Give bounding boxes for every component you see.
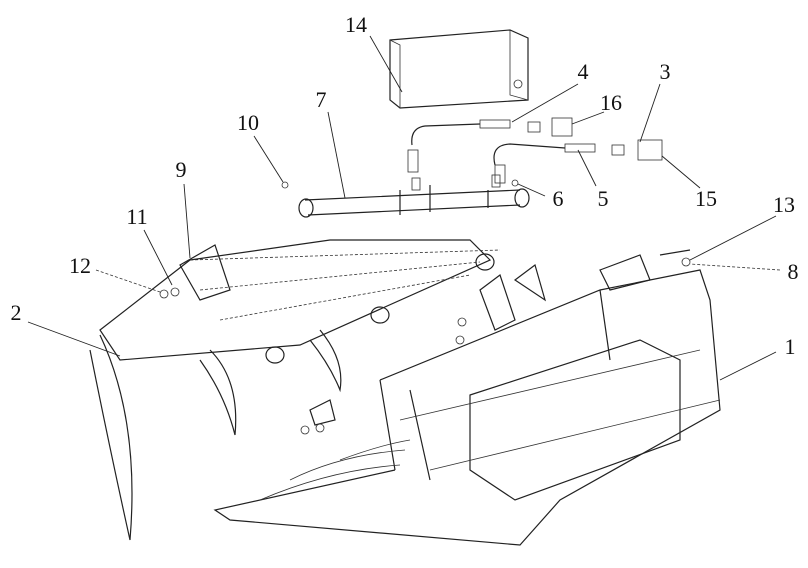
callout-10: 10 — [237, 110, 259, 135]
callout-16: 16 — [600, 90, 622, 115]
callout-1: 1 — [784, 334, 796, 359]
part-grapple — [89, 239, 501, 541]
callout-3: 3 — [659, 59, 671, 84]
callout-15: 15 — [695, 186, 717, 211]
callout-14: 14 — [345, 12, 367, 37]
callout-5: 5 — [597, 186, 609, 211]
callout-9: 9 — [175, 157, 187, 182]
callout-12: 12 — [69, 253, 91, 278]
callout-7: 7 — [315, 87, 327, 112]
callout-2: 2 — [10, 300, 22, 325]
part-cover-box — [389, 29, 529, 109]
callout-11: 11 — [126, 204, 148, 229]
part-hydraulic-cylinder — [298, 174, 530, 218]
callout-6: 6 — [552, 186, 564, 211]
leader-lines — [27, 35, 781, 381]
callout-8: 8 — [787, 259, 799, 284]
callout-13: 13 — [773, 192, 795, 217]
part-hoses — [407, 117, 663, 184]
part-bucket-frame — [213, 249, 721, 546]
callout-4: 4 — [577, 59, 589, 84]
part-bolts — [159, 179, 691, 435]
